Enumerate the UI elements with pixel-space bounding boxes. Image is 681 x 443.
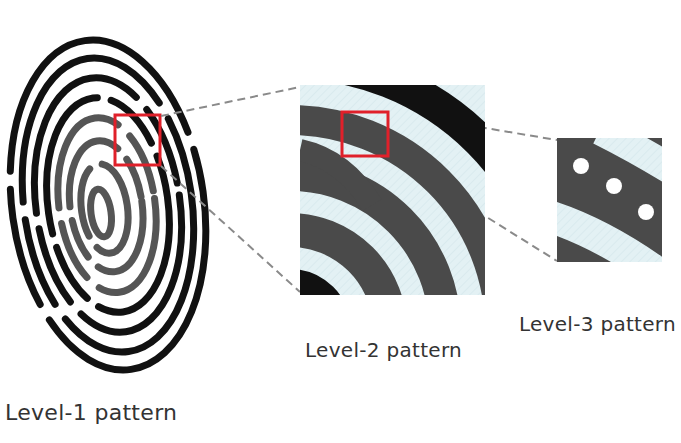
level-caption: Level-3 pattern (519, 312, 676, 336)
zoom-box (115, 115, 160, 165)
leader-line (161, 166, 300, 292)
level3-patch (557, 138, 662, 262)
sweat-pore (638, 204, 654, 220)
level2-patch (300, 85, 485, 295)
ridge (19, 68, 197, 342)
ridge-branch (300, 150, 372, 205)
ridge (88, 188, 114, 238)
ridge (300, 120, 485, 295)
ridge (300, 85, 485, 295)
zoom-box (342, 112, 388, 156)
ridge (4, 47, 212, 364)
fingerprint (0, 27, 226, 382)
level-caption: Level-1 pattern (5, 400, 177, 425)
ridge (0, 27, 226, 382)
ridge (300, 230, 390, 295)
sweat-pore (606, 178, 622, 194)
ridge (75, 161, 133, 257)
level-caption: Level-2 pattern (305, 338, 462, 362)
sweat-pore (573, 158, 589, 174)
leader-line (161, 87, 300, 116)
furrow (557, 215, 662, 262)
furrow (600, 138, 662, 175)
ridge (300, 285, 335, 295)
